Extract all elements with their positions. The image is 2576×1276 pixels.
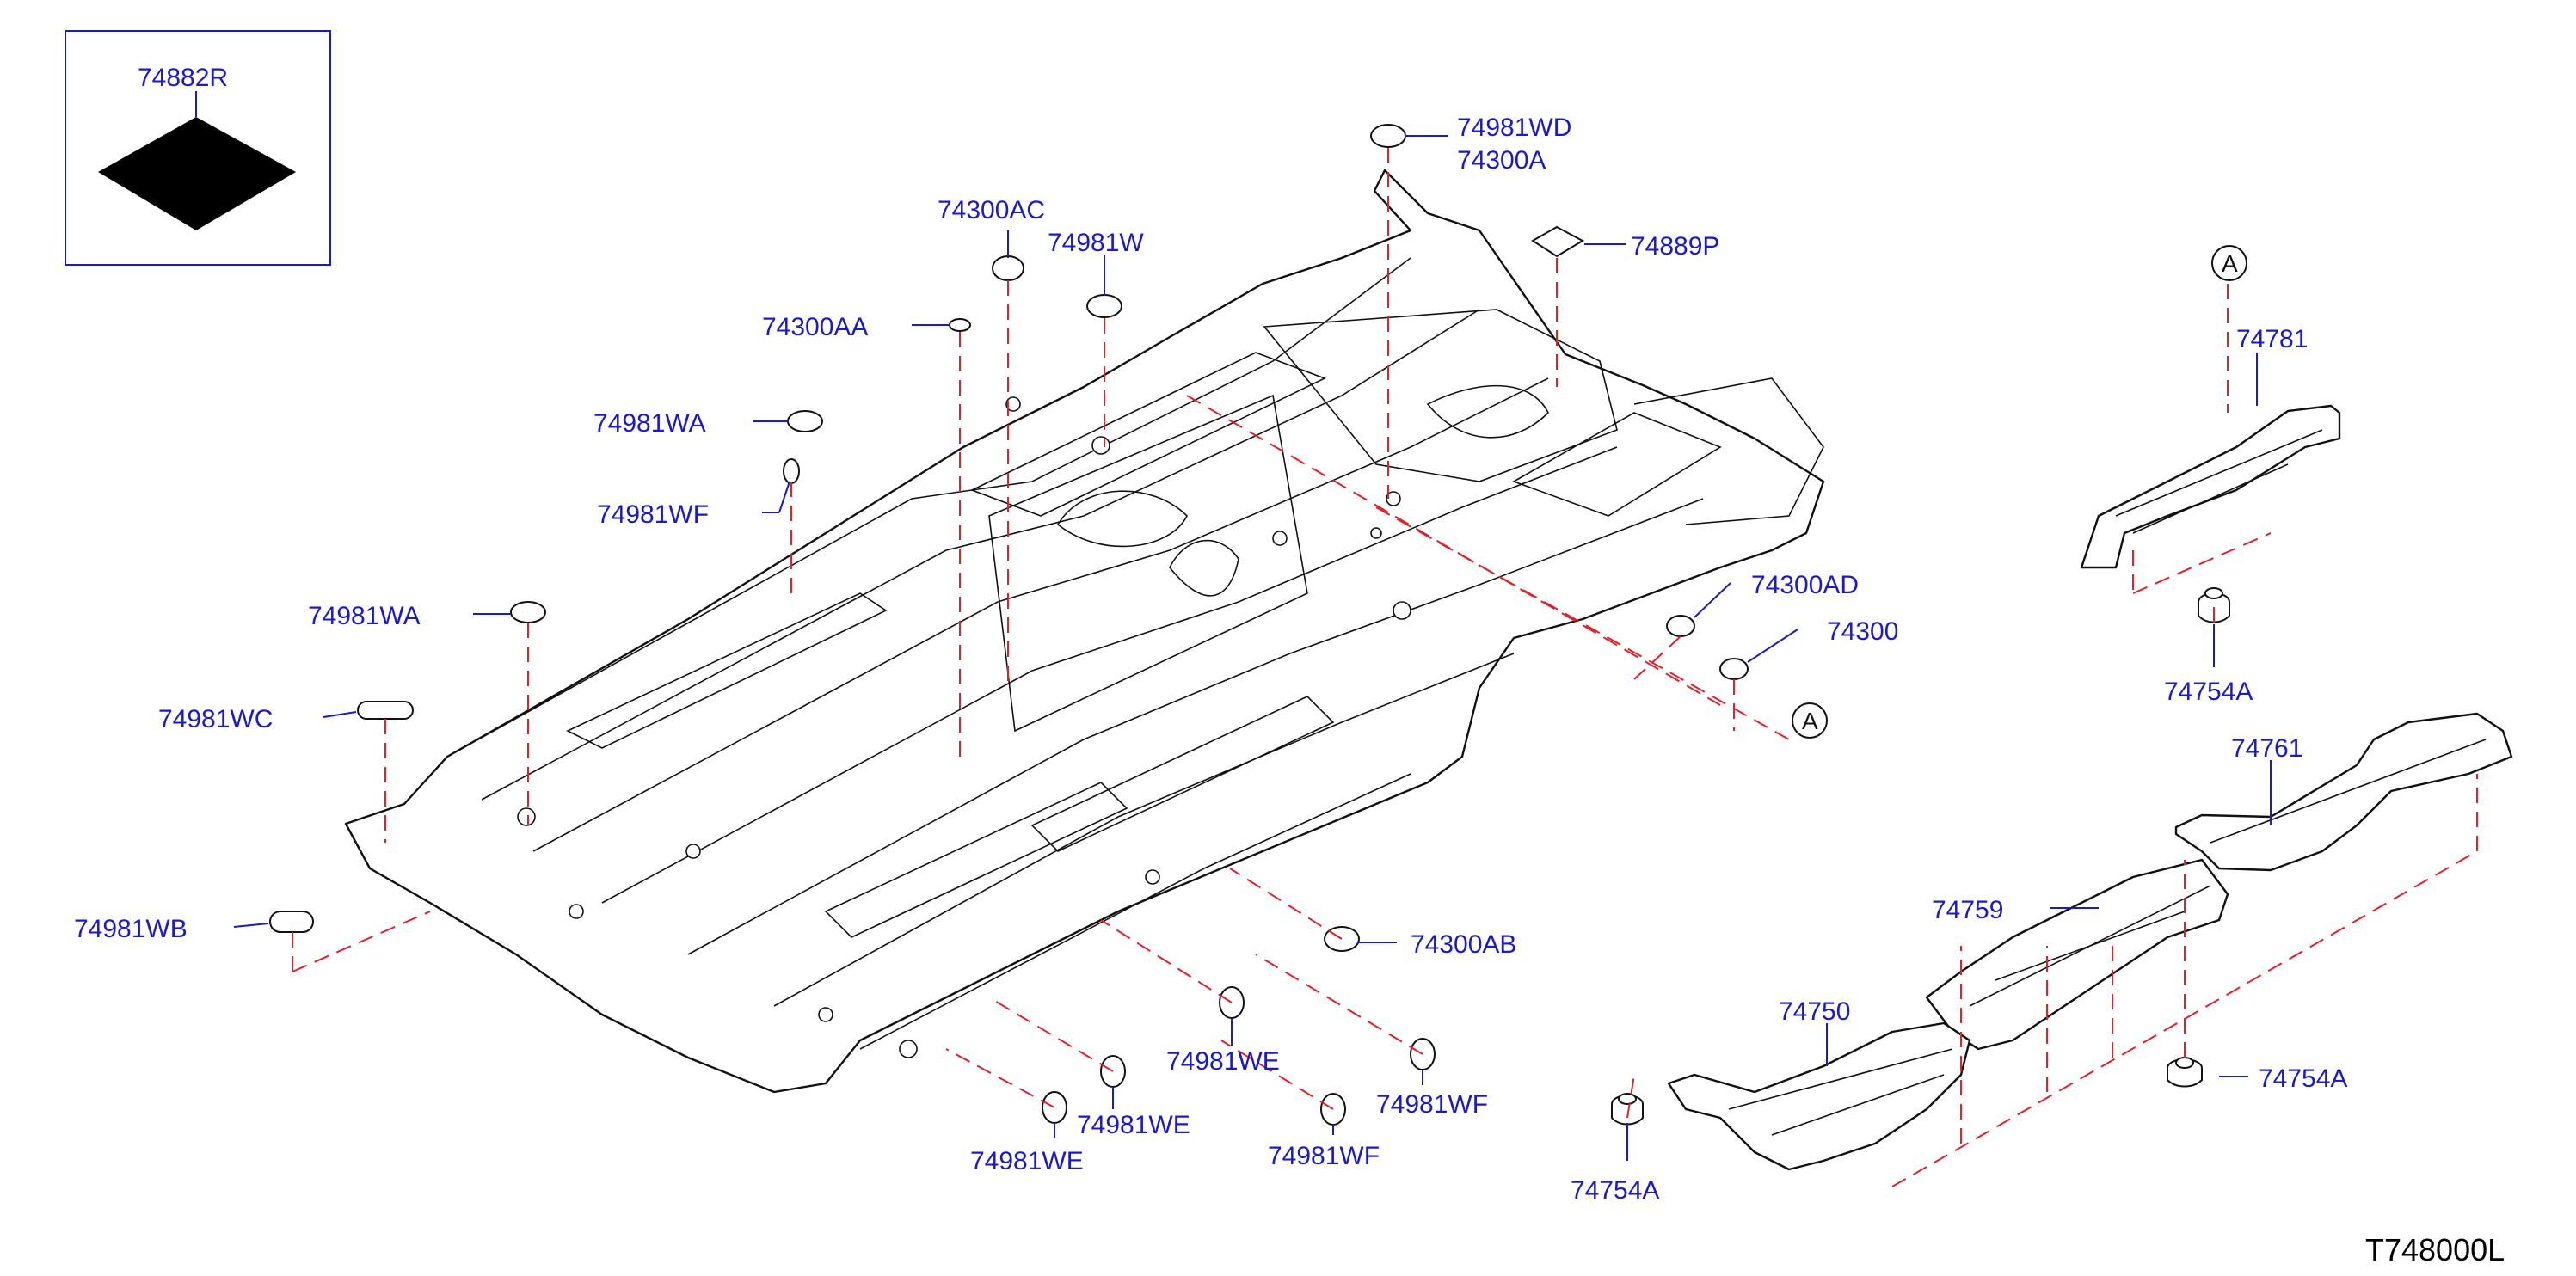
insulator-74759 [1925,858,2229,1051]
plug-74300AD [1666,615,1695,637]
plug-74981WC [357,701,414,720]
label-74981WF-2[interactable]: 74981WF [1376,1090,1488,1119]
floor-panel [344,169,1825,1094]
ref-marker-A-mid: A [1792,702,1828,739]
label-74761[interactable]: 74761 [2231,734,2302,763]
label-74981WA-1[interactable]: 74981WA [593,409,706,438]
plug-74981WF-1 [783,458,800,484]
label-74754A-2[interactable]: 74754A [1571,1176,1659,1205]
label-74981W[interactable]: 74981W [1048,229,1144,257]
ref-marker-A-top: A [2211,245,2247,281]
label-74300AC[interactable]: 74300AC [938,196,1045,224]
label-74981WD[interactable]: 74981WD [1457,113,1571,142]
label-74981WA-2[interactable]: 74981WA [308,602,421,630]
plug-74981WA-2 [510,601,546,623]
plug-74981WD [1370,124,1406,148]
plug-74981WA-1 [787,410,823,432]
label-74750[interactable]: 74750 [1779,997,1850,1026]
part-labels: 74981WD 74300A 74889P 74300AC 74981W 743… [74,113,2347,1205]
plug-74300AA [949,318,971,332]
label-74981WF-1[interactable]: 74981WF [597,500,709,529]
drawing-code: T748000L [2365,1232,2505,1267]
insulator-74781 [2080,404,2341,569]
label-74981WC[interactable]: 74981WC [158,705,273,733]
svg-text:A: A [2222,250,2238,277]
label-74300AA[interactable]: 74300AA [762,313,868,341]
label-74981WE-2[interactable]: 74981WE [1077,1111,1190,1139]
label-74759[interactable]: 74759 [1932,896,2003,924]
label-74781[interactable]: 74781 [2236,325,2308,353]
svg-text:A: A [1802,708,1818,734]
label-74889P[interactable]: 74889P [1631,232,1719,261]
label-74754A-3[interactable]: 74754A [2259,1064,2347,1093]
plug-74300AC [992,255,1024,281]
label-74981WE-3[interactable]: 74981WE [970,1147,1084,1175]
label-74754A-1[interactable]: 74754A [2164,678,2253,706]
leader-lines [233,135,2272,1161]
insulator-74761 [2174,712,2513,872]
grommet-74754A-3 [2167,1057,2203,1088]
label-74300AD[interactable]: 74300AD [1751,571,1859,599]
dashed-lines [292,148,2478,1187]
plug-74300-trunc [1719,658,1749,680]
label-74882R[interactable]: 74882R [138,64,228,92]
label-74981WB[interactable]: 74981WB [74,915,188,943]
label-74981WF-3[interactable]: 74981WF [1268,1142,1380,1170]
label-74300AB[interactable]: 74300AB [1411,930,1516,959]
label-74300-truncated[interactable]: 74300 [1827,617,1898,646]
plug-74981WB [269,911,314,933]
mat-74882R [98,117,296,230]
pad-74889P [1531,225,1585,258]
plug-74981W [1086,294,1122,318]
label-74300A[interactable]: 74300A [1457,146,1546,175]
inset-74882R: 74882R [65,30,331,266]
insulator-74750 [1667,1021,1971,1171]
grommet-74754A-2 [1611,1093,1644,1126]
label-74981WE-1[interactable]: 74981WE [1166,1047,1280,1076]
